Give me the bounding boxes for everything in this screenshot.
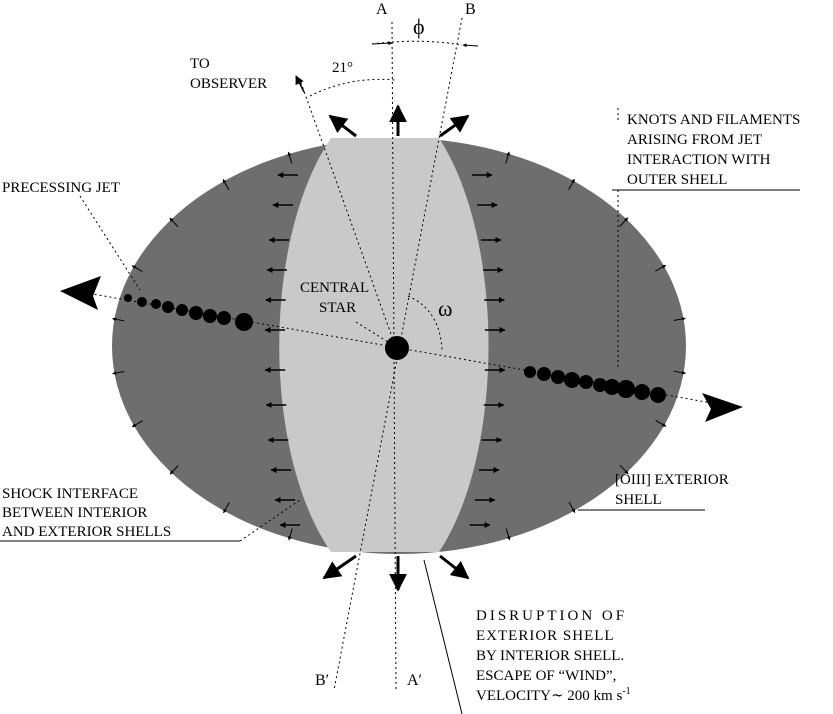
axis-a-prime-label: A′ — [407, 672, 422, 689]
jet-knot — [124, 294, 132, 302]
jet-knot — [650, 387, 666, 403]
polar-outflow-arrows — [322, 104, 470, 592]
shock-label-2: BETWEEN INTERIOR — [2, 505, 147, 521]
jet-knot — [634, 384, 650, 400]
rim-arrow — [505, 528, 511, 541]
jet-knot — [151, 299, 161, 309]
jet-knot — [217, 311, 231, 325]
rim-arrow — [505, 151, 511, 164]
central-star-label-2: STAR — [319, 300, 356, 316]
rim-arrow — [169, 465, 179, 475]
rim-arrow — [568, 501, 576, 514]
interior-shell — [279, 138, 489, 552]
rim-arrow — [223, 502, 230, 514]
phi-arrow-right — [462, 43, 479, 48]
rim-arrow — [222, 178, 230, 191]
axis-b-line — [333, 17, 463, 691]
disruption-label-1: DISRUPTION OF — [476, 608, 627, 624]
knots-label-1: KNOTS AND FILAMENTS — [627, 112, 800, 128]
jet-knot — [189, 306, 203, 320]
axis-b-label: B — [465, 1, 476, 18]
rim-arrow — [619, 217, 629, 227]
central-star — [385, 336, 409, 360]
rim-arrow — [619, 464, 629, 475]
precessing-jet-leader — [79, 195, 141, 291]
knots-label-3: INTERACTION WITH — [627, 152, 771, 168]
jet-knot — [593, 378, 607, 392]
jet-knot — [203, 309, 217, 323]
angle-21-arc — [309, 78, 396, 97]
jet-knot — [537, 367, 551, 381]
central-star-pointer — [355, 321, 389, 343]
disruption-label-4: ESCAPE OF “WIND”, — [476, 668, 616, 684]
axis-b-prime-label: B′ — [315, 672, 329, 689]
rim-arrow — [673, 316, 686, 321]
rim-arrow — [287, 151, 293, 164]
angle-21-label: 21° — [332, 60, 353, 76]
velocity-exponent: -1 — [622, 686, 630, 697]
velocity-text: VELOCITY∼ 200 km s — [476, 688, 622, 704]
rim-arrow — [287, 528, 293, 541]
jet-left-arrowhead — [60, 276, 101, 310]
knots-label-4: OUTER SHELL — [627, 172, 727, 188]
disruption-label-3: BY INTERIOR SHELL. — [476, 648, 624, 664]
oiii-label-1: [OIII] EXTERIOR — [615, 472, 729, 488]
omega-label: ω — [438, 296, 452, 321]
jet-knot — [551, 370, 565, 384]
shock-leader-dash — [239, 499, 301, 542]
jet-knot — [176, 304, 188, 316]
oiii-label-2: SHELL — [615, 492, 662, 508]
shock-label-1: SHOCK INTERFACE — [2, 486, 138, 502]
jet-knot — [617, 380, 635, 398]
shock-label-3: AND EXTERIOR SHELLS — [2, 524, 171, 540]
rim-arrow — [169, 217, 179, 228]
to-observer-label-2: OBSERVER — [190, 76, 267, 92]
shock-interface-arrows — [264, 172, 506, 528]
to-observer-arrow — [295, 75, 305, 93]
rim-arrow — [112, 371, 125, 376]
rim-arrow — [112, 317, 125, 322]
rim-arrow — [131, 420, 143, 428]
jet-knot — [137, 297, 147, 307]
axis-a-label: A — [376, 1, 388, 18]
omega-arc — [407, 295, 443, 351]
phi-arc — [371, 40, 463, 46]
phi-arrow-left — [371, 41, 393, 46]
phi-label: ϕ — [413, 14, 425, 39]
central-star-label-1: CENTRAL — [300, 280, 369, 296]
rim-arrow — [655, 264, 667, 272]
to-observer-label-1: TO — [190, 56, 210, 72]
exterior-shell-arrows — [112, 151, 686, 541]
disruption-leader — [423, 559, 463, 714]
jet-knot — [162, 301, 174, 313]
rim-arrow — [673, 370, 686, 375]
disruption-label-2: EXTERIOR SHELL — [476, 628, 615, 644]
jet-knot — [524, 366, 536, 378]
disruption-label-5: VELOCITY∼ 200 km s-1 — [476, 686, 631, 704]
jet-right-arrowhead — [702, 393, 743, 422]
jet-knot — [604, 379, 620, 395]
jet-knots — [124, 294, 666, 403]
rim-arrow — [655, 420, 667, 427]
rim-arrow — [568, 178, 575, 190]
precessing-jet-label: PRECESSING JET — [2, 180, 120, 196]
jet-knot — [579, 375, 593, 389]
rim-arrow — [131, 265, 143, 272]
jet-knot — [235, 313, 253, 331]
jet-knot — [564, 372, 580, 388]
knots-label-2: ARISING FROM JET — [627, 132, 762, 148]
